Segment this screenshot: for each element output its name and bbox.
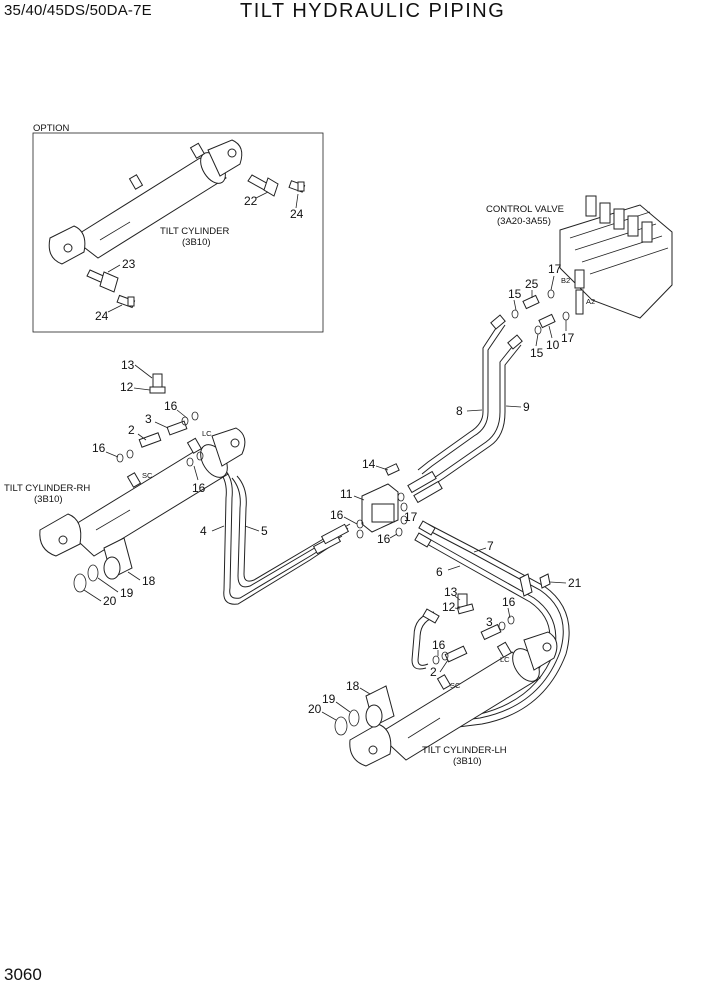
cylinder-rh-name: TILT CYLINDER-RH bbox=[4, 483, 90, 494]
rh-seal-kit bbox=[73, 537, 133, 593]
tilt-cylinder-lh: SC LC bbox=[349, 631, 558, 767]
callout-20-lh: 20 bbox=[308, 702, 322, 716]
tilt-cylinder-rh: SC LC bbox=[39, 427, 246, 557]
callout-22: 22 bbox=[244, 194, 258, 208]
bolt-24-bottom bbox=[116, 294, 136, 309]
callout-16-center-left: 16 bbox=[330, 508, 344, 522]
callout-13-rh: 13 bbox=[121, 358, 135, 372]
hose-9 bbox=[427, 334, 523, 487]
page-number: 3060 bbox=[4, 965, 42, 984]
callout-labels: 13 12 3 16 2 16 16 4 5 18 19 20 14 11 16… bbox=[83, 262, 582, 721]
callout-11: 11 bbox=[340, 487, 353, 501]
page-title: TILT HYDRAULIC PIPING bbox=[240, 0, 506, 22]
callout-10: 10 bbox=[546, 338, 560, 352]
pin-23 bbox=[86, 269, 119, 293]
callout-16-rh-left: 16 bbox=[92, 441, 106, 455]
option-label: OPTION bbox=[33, 123, 70, 134]
option-tilt-cylinder bbox=[48, 139, 243, 265]
port-b2: B2 bbox=[561, 276, 570, 285]
callout-3-lh: 3 bbox=[486, 615, 493, 629]
lh-seal-kit bbox=[334, 685, 395, 736]
callout-6: 6 bbox=[436, 565, 443, 579]
hose-8 bbox=[417, 314, 506, 475]
callout-16-rh-right: 16 bbox=[192, 481, 206, 495]
callout-2-rh: 2 bbox=[128, 423, 135, 437]
callout-25: 25 bbox=[525, 277, 539, 291]
rh-port-lc: LC bbox=[202, 429, 212, 438]
callout-19-lh: 19 bbox=[322, 692, 336, 706]
callout-12-rh: 12 bbox=[120, 380, 134, 394]
rh-fittings bbox=[116, 373, 204, 467]
cylinder-lh-name: TILT CYLINDER-LH bbox=[422, 745, 507, 756]
callout-18-rh: 18 bbox=[142, 574, 156, 588]
callout-14: 14 bbox=[362, 457, 376, 471]
bolt-24-top bbox=[288, 180, 306, 193]
lh-fittings bbox=[422, 593, 515, 665]
callout-16-rh-top: 16 bbox=[164, 399, 178, 413]
callout-24b: 24 bbox=[95, 309, 109, 323]
callout-17-bottom: 17 bbox=[561, 331, 575, 345]
callout-7: 7 bbox=[487, 539, 494, 553]
callout-5: 5 bbox=[261, 524, 268, 538]
callout-19-rh: 19 bbox=[120, 586, 134, 600]
option-cylinder-name: TILT CYLINDER bbox=[160, 226, 229, 237]
callout-2-lh: 2 bbox=[430, 665, 437, 679]
callout-9: 9 bbox=[523, 400, 530, 414]
clamp-21 bbox=[519, 573, 551, 597]
callout-17-center: 17 bbox=[404, 510, 418, 524]
cylinder-lh-ref: (3B10) bbox=[453, 756, 482, 767]
callout-12-lh: 12 bbox=[442, 600, 456, 614]
callout-20-rh: 20 bbox=[103, 594, 117, 608]
callout-15-top: 15 bbox=[508, 287, 522, 301]
cylinder-rh-ref: (3B10) bbox=[34, 494, 63, 505]
lh-port-lc: LC bbox=[500, 655, 510, 664]
manifold-block bbox=[356, 463, 408, 539]
callout-3-rh: 3 bbox=[145, 412, 152, 426]
model-code: 35/40/45DS/50DA-7E bbox=[4, 2, 152, 19]
callout-24: 24 bbox=[290, 207, 304, 221]
callout-23: 23 bbox=[122, 257, 136, 271]
rh-port-sc: SC bbox=[142, 471, 153, 480]
callout-4: 4 bbox=[200, 524, 207, 538]
port-a2: A2 bbox=[586, 297, 595, 306]
option-cylinder-ref: (3B10) bbox=[182, 237, 211, 248]
callout-16-center-bottom: 16 bbox=[377, 532, 391, 546]
callout-8: 8 bbox=[456, 404, 463, 418]
control-valve: CONTROL VALVE (3A20-3A55) B2 A2 bbox=[486, 195, 673, 319]
hose-5 bbox=[231, 475, 351, 588]
hose-7 bbox=[423, 523, 570, 729]
control-valve-ref: (3A20-3A55) bbox=[497, 216, 551, 227]
callout-18-lh: 18 bbox=[346, 679, 360, 693]
valve-fittings bbox=[511, 289, 570, 335]
callout-21: 21 bbox=[568, 576, 582, 590]
callout-17-top: 17 bbox=[548, 262, 562, 276]
control-valve-name: CONTROL VALVE bbox=[486, 204, 564, 215]
callout-15-bottom: 15 bbox=[530, 346, 544, 360]
hose-4 bbox=[217, 467, 343, 605]
option-box: OPTION bbox=[32, 123, 324, 333]
callout-16-lh-left: 16 bbox=[432, 638, 446, 652]
callout-13-lh: 13 bbox=[444, 585, 458, 599]
pin-22 bbox=[247, 174, 279, 197]
callout-16-lh-top: 16 bbox=[502, 595, 516, 609]
lh-port-sc: SC bbox=[450, 681, 461, 690]
